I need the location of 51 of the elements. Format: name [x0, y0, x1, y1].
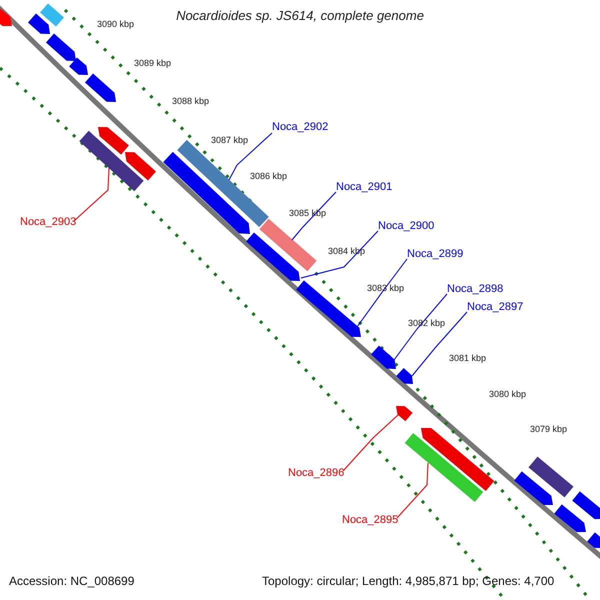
gene-feature	[125, 152, 156, 180]
gene-feature	[246, 232, 300, 281]
gene-label: Noca_2898	[447, 283, 504, 296]
gene-feature	[572, 491, 600, 520]
accession-note: Accession: NC_008699	[9, 575, 134, 588]
leader-line	[228, 132, 272, 180]
gene-feature	[587, 532, 600, 548]
leader-line	[396, 462, 428, 518]
gene-feature	[554, 504, 586, 532]
gene-feature	[40, 4, 64, 26]
gene-feature	[396, 368, 413, 384]
gene-label: Noca_2900	[378, 220, 434, 232]
gene-feature	[421, 428, 494, 491]
gene-feature	[371, 346, 396, 369]
gene-label: Noca_2897	[467, 301, 524, 314]
scale-label: 3081 kbp	[449, 354, 486, 364]
leader-line	[300, 230, 378, 278]
gene-label: Noca_2895	[342, 514, 398, 526]
gene-label: Noca_2896	[288, 467, 344, 480]
title: Nocardioides sp. JS614, complete genome	[176, 8, 424, 23]
gene-label: Noca_2899	[407, 248, 464, 260]
leader-line	[394, 294, 448, 360]
leader-line	[412, 312, 468, 376]
gene-feature	[98, 127, 129, 155]
gene-feature	[259, 218, 317, 272]
scale-label: 3079 kbp	[530, 425, 568, 435]
leader-line	[292, 192, 336, 240]
gene-feature	[404, 433, 484, 502]
gene-feature	[163, 152, 250, 234]
leader-line	[356, 258, 408, 328]
scale-label: 3080 kbp	[489, 390, 526, 400]
gene-label: Noca_2901	[336, 181, 392, 194]
scale-label: 3087 kbp	[211, 136, 248, 146]
gene-label: Noca_2902	[272, 121, 328, 134]
gene-feature	[396, 406, 413, 422]
gene-feature	[69, 58, 88, 75]
genome-summary-note: Topology: circular; Length: 4,985,871 bp; Genes: 4,700	[262, 575, 554, 588]
gene-feature	[514, 471, 553, 505]
gene-feature	[528, 456, 574, 498]
scale-label: 3086 kbp	[250, 172, 288, 182]
leader-line	[342, 414, 398, 472]
gene-feature	[85, 74, 116, 102]
gene-feature	[79, 130, 144, 192]
leader-line	[74, 168, 110, 222]
scale-label: 3089 kbp	[134, 59, 172, 69]
gene-feature	[46, 34, 76, 61]
scale-label: 3090 kbp	[97, 20, 134, 30]
gene-feature	[28, 14, 50, 34]
gene-feature	[296, 280, 361, 337]
scale-label: 3088 kbp	[172, 97, 210, 107]
gene-label: Noca_2903	[20, 216, 76, 228]
